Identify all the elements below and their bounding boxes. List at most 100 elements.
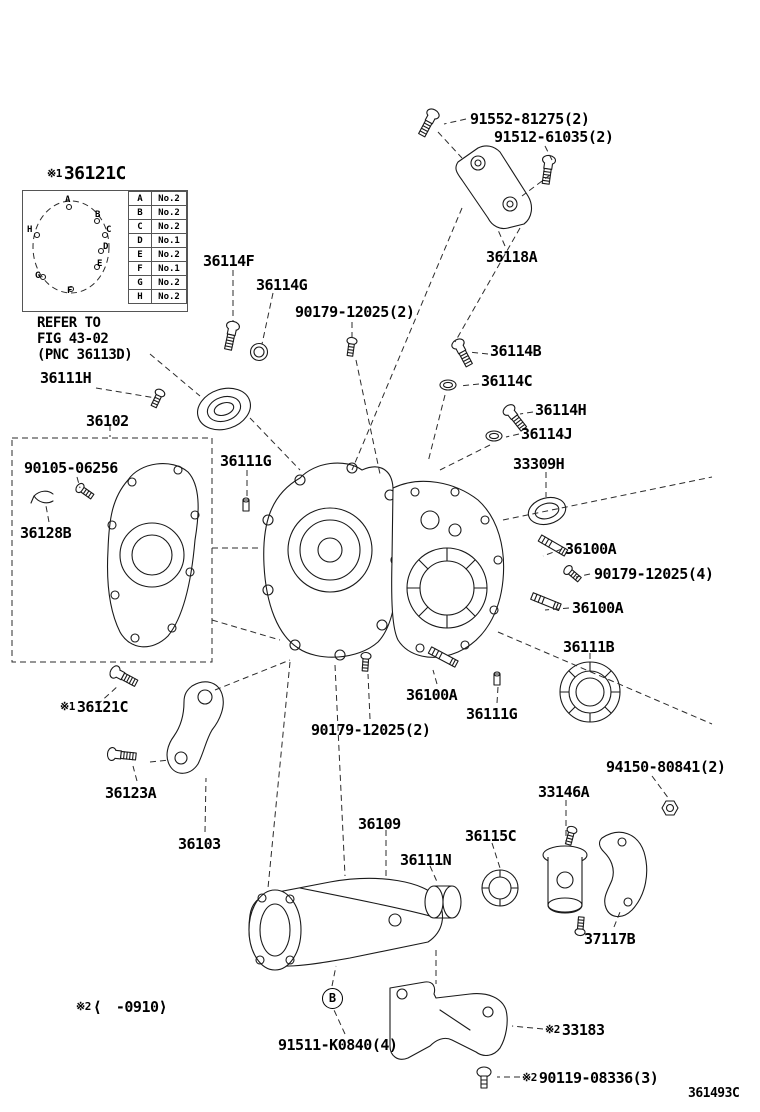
table-key: D bbox=[128, 233, 152, 248]
label-36100a-1: 36100A bbox=[565, 540, 617, 558]
label-36111g-upper: 36111G bbox=[220, 452, 272, 470]
ring-36114g-drawing bbox=[249, 342, 269, 362]
shift-arm-drawing bbox=[166, 681, 224, 774]
table-value: No.2 bbox=[151, 275, 187, 290]
oil-seal-36111b-drawing bbox=[559, 661, 621, 723]
note2-marker: ※2 bbox=[76, 1000, 91, 1013]
map-letter-g: G bbox=[35, 271, 41, 281]
label-36111g-lower: 36111G bbox=[466, 705, 518, 723]
cover-assembly-dashed-box bbox=[11, 437, 213, 663]
label-94150-80841: 94150-80841(2) bbox=[606, 758, 726, 776]
label-91552-81275: 91552-81275(2) bbox=[470, 110, 590, 128]
refer-line1: REFER TO bbox=[37, 315, 101, 331]
label-36115c: 36115C bbox=[465, 827, 517, 845]
collar-drawing bbox=[424, 885, 462, 919]
stay-bracket-drawing bbox=[599, 831, 648, 918]
table-key: B bbox=[128, 205, 152, 220]
bolt-90179-top-drawing bbox=[344, 336, 358, 358]
label-33309h: 33309H bbox=[513, 455, 565, 473]
bolt-36114f-drawing bbox=[221, 319, 241, 352]
map-letter-c: C bbox=[106, 225, 112, 235]
bolt-90119-drawing bbox=[476, 1066, 492, 1089]
map-letter-a: A bbox=[65, 195, 71, 205]
label-36114c: 36114C bbox=[481, 372, 533, 390]
figure-code: 361493C bbox=[688, 1086, 740, 1101]
bolt-90179-bottom-drawing bbox=[359, 651, 372, 672]
note1-marker: ※1 bbox=[60, 700, 75, 713]
front-case-drawing bbox=[262, 462, 402, 661]
label-36100a-2: 36100A bbox=[572, 599, 624, 617]
lower-bracket-drawing bbox=[389, 981, 508, 1060]
table-value: No.2 bbox=[151, 289, 187, 304]
bolt-position-map: A B C D E F G H bbox=[23, 191, 127, 309]
clip-36128b-drawing bbox=[30, 490, 54, 504]
label-36100a-3: 36100A bbox=[406, 686, 458, 704]
map-letter-e: E bbox=[97, 259, 103, 269]
table-value: No.1 bbox=[151, 261, 187, 276]
seal-36113d-drawing bbox=[197, 387, 251, 431]
table-key: A bbox=[128, 191, 152, 206]
label-90179-12025-bottom: 90179-12025(2) bbox=[311, 721, 431, 739]
map-letter-h: H bbox=[27, 225, 33, 235]
washer-36114c-drawing bbox=[439, 379, 457, 391]
table-value: No.1 bbox=[151, 233, 187, 248]
gasket-outline-drawing bbox=[32, 200, 110, 294]
note1-marker: ※1 bbox=[47, 167, 62, 180]
map-letter-d: D bbox=[103, 242, 109, 252]
stud-36100a-2-drawing bbox=[530, 592, 562, 612]
stud-36100a-1-drawing bbox=[537, 534, 569, 557]
refer-note: REFER TO FIG 43-02 (PNC 36113D) bbox=[37, 315, 133, 363]
table-key: H bbox=[128, 289, 152, 304]
bolt-91512-drawing bbox=[538, 154, 557, 186]
table-key: E bbox=[128, 247, 152, 262]
table-key: C bbox=[128, 219, 152, 234]
mount-bracket-drawing bbox=[455, 145, 533, 230]
table-value: No.2 bbox=[151, 247, 187, 262]
label-36114b: 36114B bbox=[490, 342, 542, 360]
label-36114g: 36114G bbox=[256, 276, 308, 294]
label-90105-06256: 90105-06256 bbox=[24, 459, 118, 477]
map-letter-b: B bbox=[95, 210, 101, 220]
applicability-range: ⟨ -0910⟩ bbox=[92, 998, 168, 1016]
oil-seal-36115-drawing bbox=[481, 869, 519, 907]
label-36111n: 36111N bbox=[400, 851, 452, 869]
note2-marker: ※2 bbox=[545, 1023, 560, 1036]
label-91512-61035: 91512-61035(2) bbox=[494, 128, 614, 146]
refer-line3: (PNC 36113D) bbox=[37, 347, 133, 363]
label-90179-12025-right: 90179-12025(4) bbox=[594, 565, 714, 583]
breather-36111h-drawing bbox=[148, 387, 167, 410]
table-key: G bbox=[128, 275, 152, 290]
note2-marker: ※2 bbox=[522, 1071, 537, 1084]
bolt-91552-drawing bbox=[415, 106, 442, 139]
table-value: No.2 bbox=[151, 205, 187, 220]
pin-36111g-upper-drawing bbox=[242, 497, 250, 512]
label-36111b: 36111B bbox=[563, 638, 615, 656]
washer-36114j-drawing bbox=[485, 430, 503, 442]
label-36121c-mid-text: 36121C bbox=[76, 698, 129, 716]
label-90119-text: 90119-08336(3) bbox=[538, 1069, 659, 1087]
label-applicability-note: ※2⟨ -0910⟩ bbox=[76, 996, 168, 1017]
label-36102: 36102 bbox=[86, 412, 129, 430]
nut-drawing bbox=[661, 800, 679, 816]
label-36128b: 36128B bbox=[20, 524, 72, 542]
table-key: F bbox=[128, 261, 152, 276]
bolt-36121c-drawing bbox=[107, 663, 140, 690]
label-90179-12025-top: 90179-12025(2) bbox=[295, 303, 415, 321]
extension-housing-drawing bbox=[248, 877, 444, 971]
table-value: No.2 bbox=[151, 191, 187, 206]
label-36121c-top-text: 36121C bbox=[63, 163, 127, 184]
label-36114h: 36114H bbox=[535, 401, 587, 419]
case-cover-drawing bbox=[106, 463, 200, 648]
bolt-36114b-drawing bbox=[449, 336, 476, 369]
bolt-callout-b: B bbox=[322, 988, 343, 1009]
bolt-90179-right-drawing bbox=[561, 563, 584, 585]
label-33146a: 33146A bbox=[538, 783, 590, 801]
label-37117b: 37117B bbox=[584, 930, 636, 948]
